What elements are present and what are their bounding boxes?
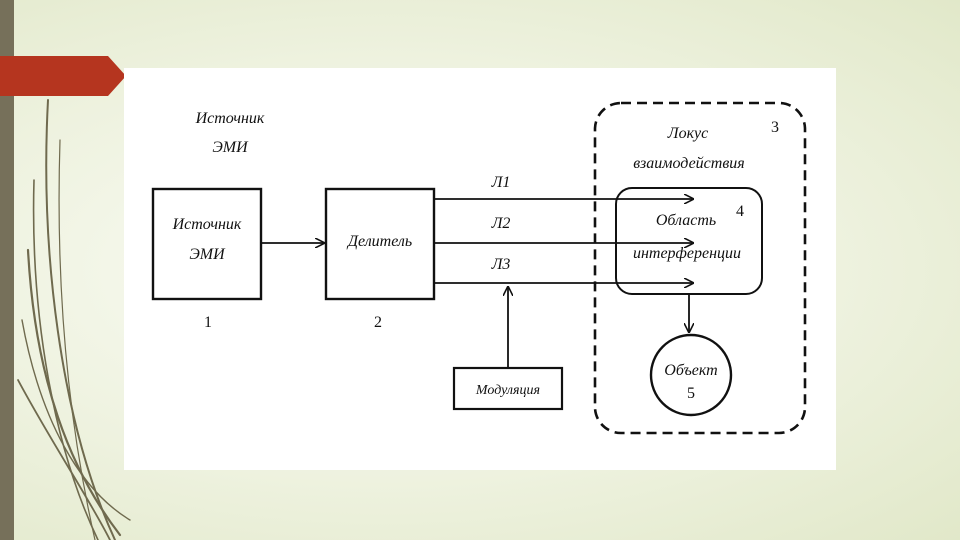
divider-label: Делитель (346, 233, 412, 250)
beam-l1-label: Л1 (491, 174, 511, 191)
decorative-grass (17, 99, 131, 540)
source-box (151, 187, 263, 301)
caption-source-line2: ЭМИ (212, 139, 249, 156)
region-line1: Область (656, 212, 716, 229)
modulation-label: Модуляция (475, 383, 540, 398)
source-box-line2: ЭМИ (189, 246, 226, 263)
left-accent-bar (0, 0, 14, 540)
divider-number: 2 (374, 314, 382, 331)
interaction-locus-boundary (593, 101, 807, 435)
source-box-line1: Источник (172, 216, 242, 233)
object-circle (649, 333, 733, 417)
title-accent-tab (0, 56, 126, 96)
block-diagram: Источник ЭМИ Источник ЭМИ 1 Делитель 2 Л… (151, 101, 807, 435)
locus-line2: взаимодействия (633, 155, 744, 172)
locus-line1: Локус (667, 125, 709, 142)
locus-number: 3 (771, 119, 779, 136)
divider-box (324, 187, 436, 301)
region-number: 4 (736, 203, 744, 220)
region-line2: интерференции (633, 245, 741, 262)
caption-source-line1: Источник (195, 110, 265, 127)
source-box-number: 1 (204, 314, 212, 331)
beam-l3-label: Л3 (491, 256, 511, 273)
object-label: Объект (664, 362, 717, 379)
diagram-panel: Источник ЭМИ Источник ЭМИ 1 Делитель 2 Л… (124, 68, 836, 470)
object-number: 5 (687, 385, 695, 402)
beam-l2-label: Л2 (491, 215, 511, 232)
